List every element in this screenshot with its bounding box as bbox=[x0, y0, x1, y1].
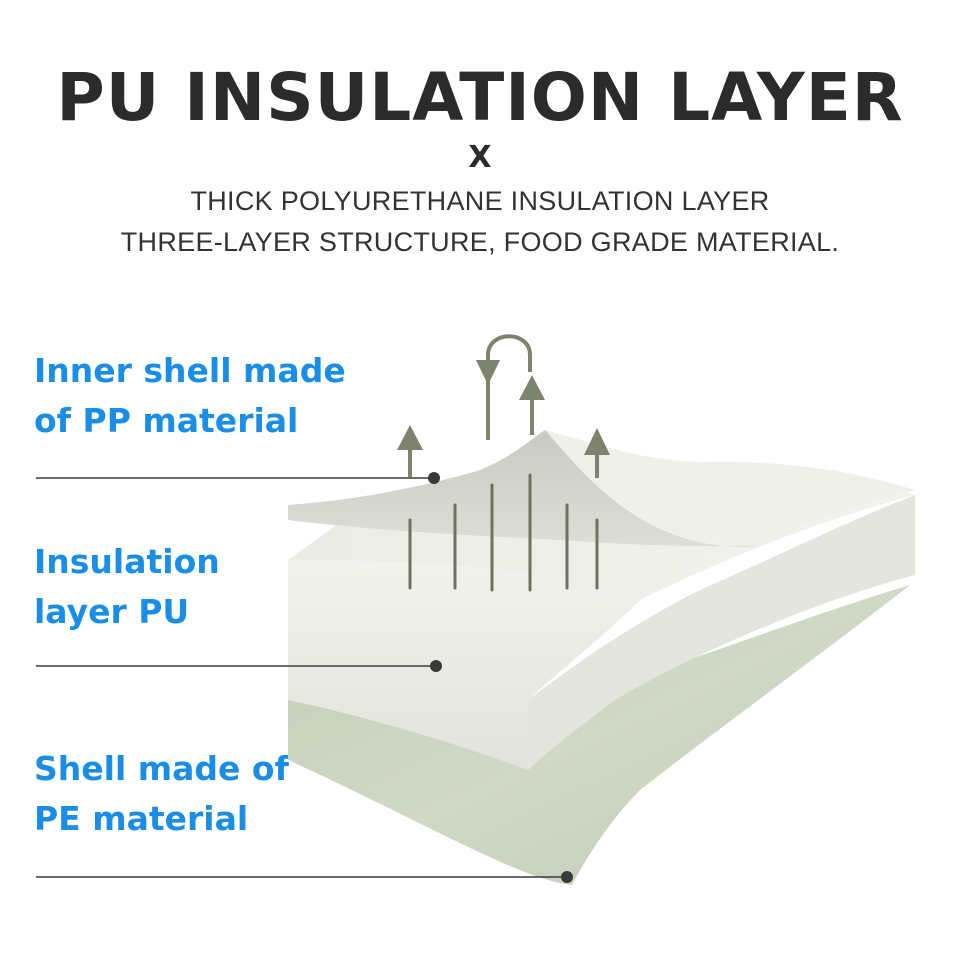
insulation-right-face bbox=[528, 495, 915, 770]
up-arrow-icon bbox=[397, 425, 423, 477]
up-arrow-icon bbox=[519, 375, 545, 435]
cross-symbol: X bbox=[468, 140, 492, 175]
up-arrow-icon bbox=[584, 428, 610, 478]
inner-shell-layer bbox=[288, 430, 760, 547]
heat-lines bbox=[408, 473, 599, 592]
subtitle-line-2: THREE-LAYER STRUCTURE, FOOD GRADE MATERI… bbox=[120, 227, 840, 257]
label-insulation-line-2: layer PU bbox=[34, 592, 190, 631]
label-inner-shell-line-1: Inner shell made bbox=[34, 351, 346, 390]
label-outer-shell-line-2: PE material bbox=[34, 799, 249, 838]
page-title: PU INSULATION LAYER bbox=[56, 59, 904, 136]
insulation-front-face bbox=[288, 560, 640, 770]
inner-shell-back-sheet bbox=[545, 430, 915, 545]
leader-line-outer-shell bbox=[36, 871, 573, 883]
label-insulation: Insulation layer PU bbox=[34, 537, 374, 637]
leader-line-inner-shell bbox=[36, 472, 440, 484]
label-outer-shell: Shell made of PE material bbox=[34, 744, 374, 844]
leader-dot-icon bbox=[430, 660, 442, 672]
leader-line-insulation bbox=[36, 660, 442, 672]
leader-dot-icon bbox=[561, 871, 573, 883]
label-insulation-line-1: Insulation bbox=[34, 542, 220, 581]
leader-dot-icon bbox=[428, 472, 440, 484]
label-inner-shell: Inner shell made of PP material bbox=[34, 346, 374, 446]
loop-arrow-icon bbox=[476, 334, 532, 440]
outer-shell-layer bbox=[288, 585, 910, 885]
subtitle-line-1: THICK POLYURETHANE INSULATION LAYER bbox=[190, 186, 770, 216]
label-outer-shell-line-1: Shell made of bbox=[34, 749, 289, 788]
label-inner-shell-line-2: of PP material bbox=[34, 401, 299, 440]
